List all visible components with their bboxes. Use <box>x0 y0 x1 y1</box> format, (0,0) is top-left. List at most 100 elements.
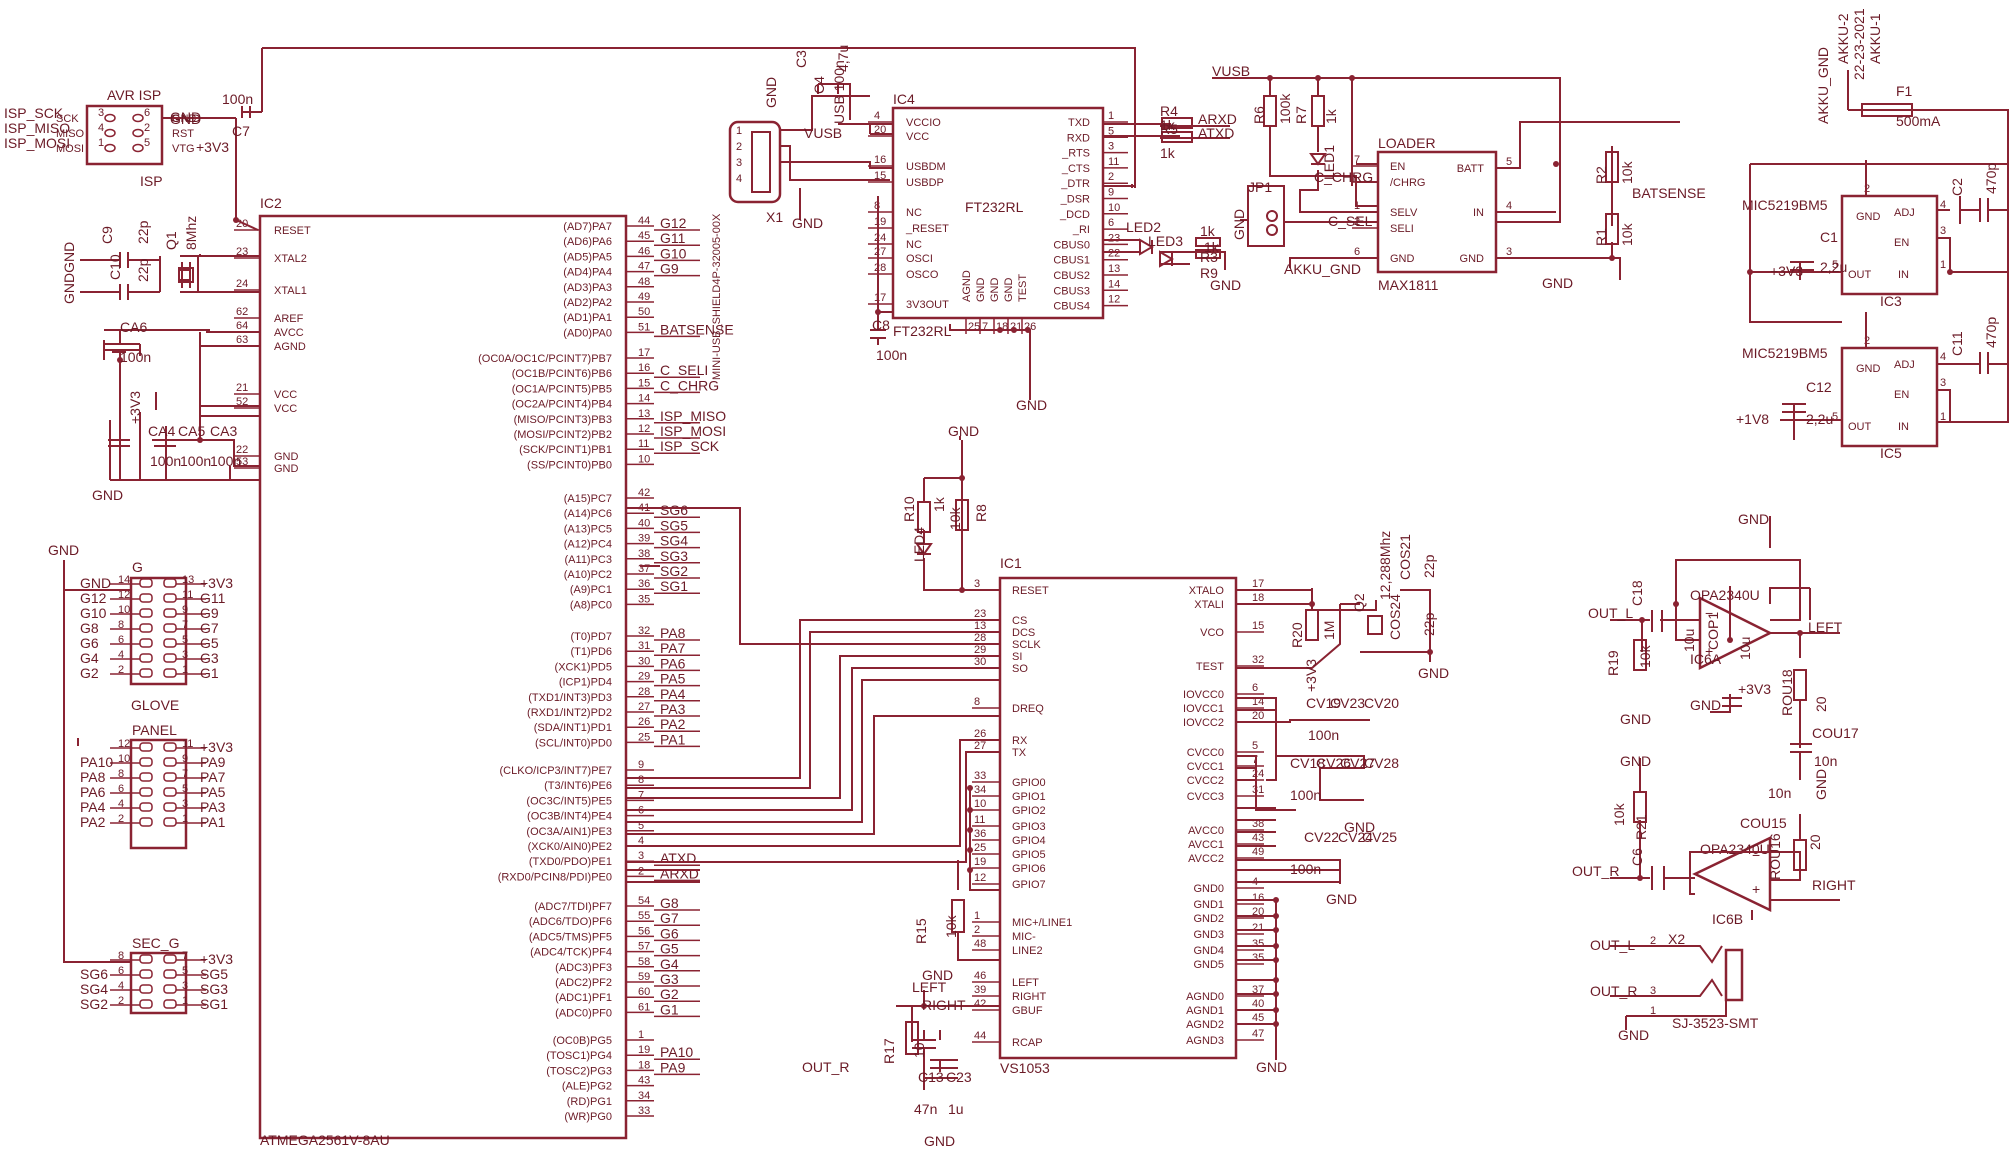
ic2-pin-name: (TXD0/PDO)PE1 <box>529 856 612 868</box>
ic2-pin-number: 18 <box>638 1059 650 1071</box>
ic2-pin-name: (SCL/INT0)PD0 <box>535 737 612 749</box>
pin-pad <box>132 128 144 138</box>
ic2-net-label: PA9 <box>660 1059 686 1075</box>
reg-pin-number: 4 <box>1940 351 1946 363</box>
resistor-r3 <box>1195 237 1221 247</box>
label-r20: R20 <box>1289 622 1305 648</box>
label-c23: C23 <box>946 1069 972 1085</box>
junction-dot <box>875 309 881 315</box>
label-out-l: OUT_L <box>1588 605 1633 621</box>
conn-pin-number: 13 <box>182 574 194 586</box>
ic1-pin-number: 45 <box>1252 1012 1264 1024</box>
label-plus3v3-ca: +3V3 <box>127 391 143 424</box>
junction-dot <box>197 437 203 443</box>
ic2-net-label: G8 <box>660 895 679 911</box>
isp-pin-number: 6 <box>144 107 150 119</box>
ic2-pin-number: 34 <box>638 1090 650 1102</box>
ic2-pin-name: (ALE)PG2 <box>562 1081 612 1093</box>
conn-net-right: G5 <box>200 635 219 651</box>
reg-pin-number: 2 <box>1864 183 1870 195</box>
pin-pad <box>132 143 144 153</box>
ic4-pin-number: 13 <box>1108 263 1120 275</box>
ic2-pin-number: 60 <box>638 986 650 998</box>
label-r2: R2 <box>1593 166 1609 184</box>
ic2-net-label: PA1 <box>660 731 686 747</box>
ic1-pin-number: 8 <box>974 696 980 708</box>
junction-dot <box>967 867 973 873</box>
label-c3: C3 <box>793 50 809 68</box>
label-gnd-opa: GND <box>1738 511 1769 527</box>
conn-net-left: SG2 <box>80 996 108 1012</box>
label-led1: LED1 <box>1321 145 1337 180</box>
ic4-pin-name: TEST <box>1017 274 1029 302</box>
x1-pin-number: 4 <box>736 173 742 185</box>
label-cou17: COU17 <box>1812 725 1859 741</box>
led2-led3-icon <box>1139 238 1174 268</box>
pin-pad <box>163 954 177 964</box>
label-r6: R6 <box>1251 106 1267 124</box>
conn-pin-number: 6 <box>118 634 124 646</box>
ic3-value: MIC5219BM5 <box>1742 197 1828 213</box>
ic2-net-label: C_SELI <box>660 362 708 378</box>
label-gnd-cos: GND <box>1418 665 1449 681</box>
label-gnd-r15: GND <box>922 967 953 983</box>
ic1-pin-number: 35 <box>1252 938 1264 950</box>
conn-net-left: SG6 <box>80 966 108 982</box>
label-c8-value: 100n <box>876 347 907 363</box>
junction-dot <box>959 475 965 481</box>
ic1-pin-number: 2 <box>974 924 980 936</box>
ic4-pin-number: 24 <box>874 232 886 244</box>
ic4-pin-name: GND <box>975 278 987 303</box>
discrete-components <box>117 75 1953 1055</box>
ic2-net-label: G12 <box>660 215 687 231</box>
label-left-opa: LEFT <box>1808 619 1843 635</box>
label-r21-value: 10k <box>1611 802 1627 826</box>
ic2-net-label: ATXD <box>660 850 696 866</box>
conn-pin-number: 1 <box>182 995 188 1007</box>
x2-name: X2 <box>1668 931 1685 947</box>
ic4-pin-number: 3 <box>1108 141 1114 153</box>
label-f1-value: 500mA <box>1896 113 1941 129</box>
label-rou18: ROU18 <box>1779 669 1795 716</box>
ic2-pin-name: GND <box>274 451 299 463</box>
ic4-pin-number: 16 <box>874 154 886 166</box>
resistor-r9 <box>1195 249 1221 259</box>
junction-dot <box>1309 601 1315 607</box>
ic2-pin-name: (ADC3)PF3 <box>555 962 612 974</box>
isp-net-label: ISP_MOSI <box>4 135 70 151</box>
ic2-pin-number: 15 <box>638 377 650 389</box>
label-ca6: CA6 <box>120 319 147 335</box>
label-c12-value: 2,2u <box>1806 411 1833 427</box>
label-c9-value: 22p <box>135 220 151 244</box>
conn-pin-number: 2 <box>118 995 124 1007</box>
reg-pin-name: IN <box>1898 269 1909 281</box>
label-r17-value: 10 <box>911 1042 927 1058</box>
ic2-net-label: PA8 <box>660 625 686 641</box>
ic2-pin-name: VCC <box>274 403 297 415</box>
ic4-pin-name: CBUS3 <box>1053 285 1090 297</box>
conn-net-left: PA2 <box>80 814 106 830</box>
ic2-pin-number: 51 <box>638 321 650 333</box>
label-ca4: CA4 <box>148 423 175 439</box>
ic1-pin-number: 46 <box>974 970 986 982</box>
ic4-pin-name: _CTS <box>1061 163 1090 175</box>
conn-net-right: SG3 <box>200 981 228 997</box>
reg-pin-number: 5 <box>1832 411 1838 423</box>
ic4-pin-name: AGND <box>961 270 973 302</box>
conn-net-left: G2 <box>80 665 99 681</box>
label-c13: C13 <box>918 1069 944 1085</box>
ic2-pin-number: 24 <box>236 278 248 290</box>
conn-pin-number: 2 <box>118 664 124 676</box>
label-out-r-opa: OUT_R <box>1572 863 1619 879</box>
ic2-pin-number: 2 <box>638 865 644 877</box>
label-r3-value: 1k <box>1200 223 1216 239</box>
ic2-left-pins: 20RESET23XTAL224XTAL162AREF64AVCC63AGND2… <box>234 218 311 475</box>
ic1-pin-name: AVCC1 <box>1188 839 1224 851</box>
pin-pad <box>139 757 153 767</box>
label-gnd-jp1: GND <box>1231 209 1247 240</box>
ic2-pin-number: 38 <box>638 548 650 560</box>
ic4-pin-number: 11 <box>1108 156 1119 168</box>
conn-net-right: +3V3 <box>200 575 233 591</box>
